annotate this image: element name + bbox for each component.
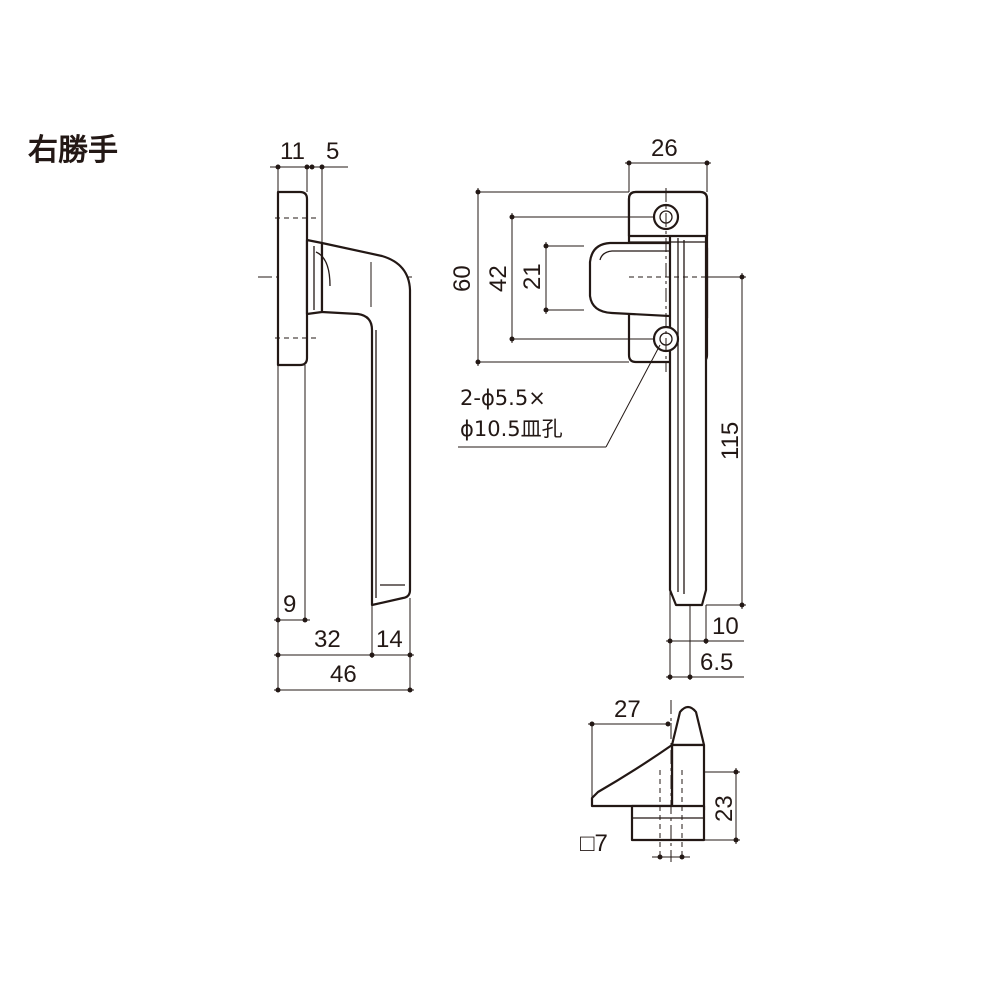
dim-lever-width-label: 10 xyxy=(712,613,739,640)
dim-hole-pitch-label: 42 xyxy=(485,265,512,292)
dim-flange-label: 11 xyxy=(280,138,305,165)
detail-knob xyxy=(670,705,706,747)
dim-lever-thickness-label: 6.5 xyxy=(700,649,733,676)
hole-note-leader xyxy=(605,344,661,448)
dim-width-label: 26 xyxy=(651,135,678,162)
front-lever-stem xyxy=(668,228,708,607)
dim-tip-label: 9 xyxy=(283,591,296,618)
hole-note-line-1: 2-ϕ5.5× xyxy=(460,386,546,410)
detail-knob-body xyxy=(670,743,706,812)
detail-view: 27 23 □7 xyxy=(580,696,740,862)
side-view: 11 5 9 32 14 46 xyxy=(258,138,414,693)
detail-arm xyxy=(590,743,674,808)
dim-grip-label: 14 xyxy=(376,626,403,653)
dim-detail-length-label: 27 xyxy=(614,696,641,723)
dim-lever-length-label: 115 xyxy=(717,422,744,460)
dim-body-label: 32 xyxy=(314,626,341,653)
side-base-plate xyxy=(276,190,309,367)
dim-boss-label: 5 xyxy=(326,138,339,165)
front-view: 26 60 42 21 115 10 6.5 xyxy=(449,135,746,680)
dim-detail-square-label: □7 xyxy=(580,830,608,857)
dim-total-depth-label: 46 xyxy=(330,661,357,688)
dim-grip-opening-label: 21 xyxy=(519,263,546,290)
detail-base xyxy=(630,804,706,842)
side-boss-fillet xyxy=(315,251,331,287)
dim-height-label: 60 xyxy=(449,265,476,292)
side-lever-body xyxy=(320,241,412,607)
handedness-title: 右勝手 xyxy=(28,133,118,168)
dim-detail-height-label: 23 xyxy=(711,795,738,822)
hole-note-line-2: ϕ10.5皿孔 xyxy=(460,417,563,441)
front-grip-inner-edge xyxy=(599,250,682,261)
